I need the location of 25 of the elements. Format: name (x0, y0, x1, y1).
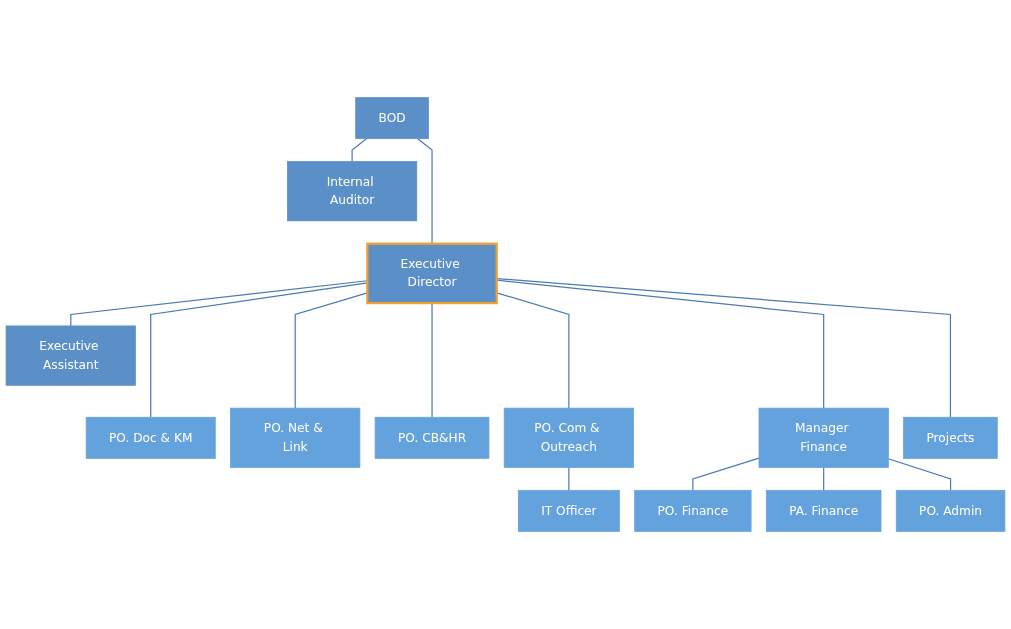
node-box: Internal Auditor (287, 161, 418, 222)
node-box: Manager Finance (758, 407, 889, 468)
connector (887, 458, 952, 491)
connector (70, 280, 368, 327)
node-box: PO. Doc & KM (85, 416, 216, 459)
connector (568, 466, 570, 491)
connector (150, 282, 368, 418)
node-box: PO. CB&HR (374, 416, 490, 459)
connector (351, 138, 367, 163)
node-box: BOD (355, 97, 429, 140)
node-box: PO. Com & Outreach (503, 407, 634, 468)
node-box: IT Officer (517, 489, 620, 532)
connector (294, 292, 368, 409)
node-box: PO. Admin (895, 489, 1006, 532)
connector (496, 292, 570, 409)
connector (496, 277, 952, 418)
node-box: Executive Director (366, 242, 498, 305)
node-box: PO. Finance (634, 489, 752, 532)
connector (692, 457, 760, 491)
node-box: PA. Finance (765, 489, 882, 532)
node-box: PO. Net & Link (230, 407, 361, 468)
node-box: Executive Assistant (5, 325, 136, 386)
connector (823, 466, 825, 491)
node-box: Projects (903, 416, 998, 459)
connector (496, 279, 825, 409)
